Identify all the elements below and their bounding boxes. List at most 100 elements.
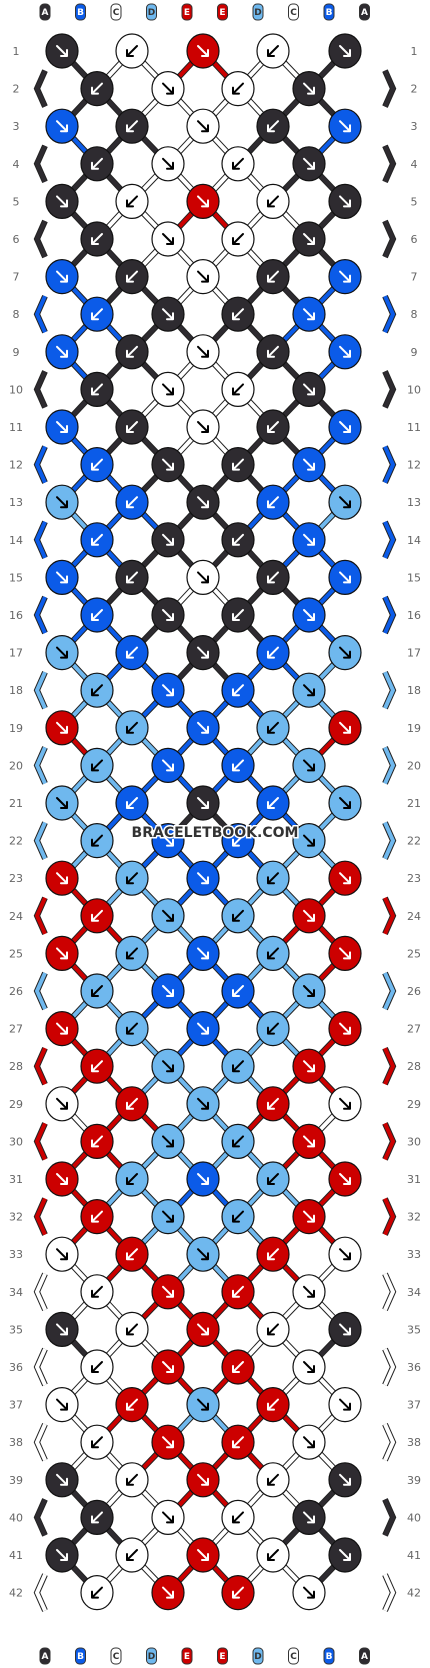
top-string-label: A [39, 3, 51, 21]
knot [45, 860, 79, 896]
arrow-down-right-icon [303, 533, 315, 546]
knot [221, 1349, 255, 1385]
knot [186, 1010, 220, 1047]
knot [115, 1236, 149, 1272]
arrow-down-left-icon [232, 308, 244, 321]
arrow-down-left-icon [126, 1398, 138, 1411]
knot [328, 785, 362, 821]
knot [115, 1462, 149, 1498]
arrow-down-right-icon [303, 1210, 315, 1223]
arrow-down-left-icon [232, 533, 244, 546]
edge-thread [34, 295, 47, 334]
arrow-down-left-icon [126, 1022, 138, 1035]
bottom-string-label: C [110, 1647, 122, 1665]
arrow-down-left-icon [126, 421, 138, 433]
edge-thread [34, 1272, 47, 1311]
edge-thread [34, 1423, 47, 1462]
edge-thread [34, 972, 47, 1010]
row-number-left: 24 [9, 910, 23, 923]
arrow-down-left-icon [267, 947, 279, 960]
svg-text:E: E [184, 1652, 190, 1662]
knot [80, 898, 114, 934]
arrow-down-right-icon [56, 1097, 68, 1110]
svg-text:C: C [290, 8, 297, 18]
arrow-down-left-icon [232, 1361, 244, 1373]
edge-thread [383, 1573, 396, 1612]
arrow-down-right-icon [162, 458, 174, 471]
arrow-down-left-icon [126, 947, 138, 960]
knot [45, 559, 79, 596]
top-string-label: A [359, 3, 370, 21]
knot [115, 484, 149, 520]
knot [151, 1123, 185, 1160]
arrow-down-left-icon [232, 1135, 244, 1148]
edge-thread [383, 972, 396, 1010]
knot [45, 785, 79, 821]
arrow-down-right-icon [56, 345, 68, 358]
arrow-down-right-icon [339, 496, 351, 509]
row-number-left: 26 [9, 985, 23, 998]
knot [80, 1048, 114, 1084]
arrow-down-right-icon [303, 684, 315, 697]
knot [328, 710, 362, 746]
arrow-down-left-icon [232, 1060, 244, 1073]
knot [151, 597, 185, 633]
knot [186, 183, 220, 219]
knot [80, 371, 114, 407]
arrow-down-left-icon [267, 797, 279, 809]
knot [115, 1086, 149, 1122]
knot [221, 822, 255, 859]
knot [256, 1386, 290, 1423]
bottom-string-label: E [217, 1647, 228, 1665]
arrow-down-left-icon [91, 1586, 103, 1599]
knot [328, 1161, 362, 1197]
edge-thread [34, 746, 47, 785]
knot [45, 108, 79, 144]
knot [186, 484, 220, 520]
bottom-string-label: D [252, 1647, 264, 1665]
arrow-down-left-icon [267, 646, 279, 659]
row-number-left: 12 [9, 459, 23, 472]
svg-text:E: E [184, 8, 190, 18]
arrow-down-right-icon [197, 120, 209, 133]
edge-thread [383, 746, 396, 785]
bottom-string-label: D [146, 1647, 157, 1665]
knot [328, 860, 362, 896]
arrow-down-left-icon [232, 458, 244, 471]
arrow-down-left-icon [267, 496, 279, 509]
knot [80, 597, 114, 633]
arrow-down-left-icon [267, 1097, 279, 1110]
watermark-text: BRACELETBOOK.COM [132, 825, 299, 841]
knot [292, 296, 326, 332]
arrow-down-right-icon [303, 609, 315, 621]
arrow-down-left-icon [126, 1473, 138, 1486]
arrow-down-right-icon [197, 947, 209, 960]
arrow-down-right-icon [303, 1361, 315, 1373]
knot [221, 371, 255, 407]
arrow-down-left-icon [91, 1361, 103, 1373]
row-number-left: 37 [9, 1399, 23, 1412]
knot [328, 935, 362, 972]
knot [115, 559, 149, 596]
arrow-down-left-icon [267, 1473, 279, 1486]
row-number-right: 35 [407, 1323, 421, 1336]
svg-text:D: D [254, 1652, 261, 1662]
row-number-left: 6 [13, 233, 20, 246]
knot [186, 634, 220, 671]
knot [292, 1424, 326, 1460]
arrow-down-right-icon [56, 1323, 68, 1336]
knot [221, 522, 255, 558]
edge-thread [34, 1197, 47, 1236]
svg-text:A: A [361, 8, 368, 18]
top-string-label: B [323, 3, 335, 21]
row-number-right: 1 [411, 45, 418, 58]
row-number-right: 2 [411, 83, 418, 96]
row-number-right: 30 [407, 1135, 421, 1148]
bottom-string-label: E [181, 1647, 193, 1665]
arrow-down-right-icon [303, 1511, 315, 1524]
arrow-down-right-icon [162, 985, 174, 997]
row-number-right: 3 [411, 120, 418, 133]
knot [221, 973, 255, 1009]
row-number-right: 16 [407, 609, 421, 622]
knot [186, 334, 220, 370]
